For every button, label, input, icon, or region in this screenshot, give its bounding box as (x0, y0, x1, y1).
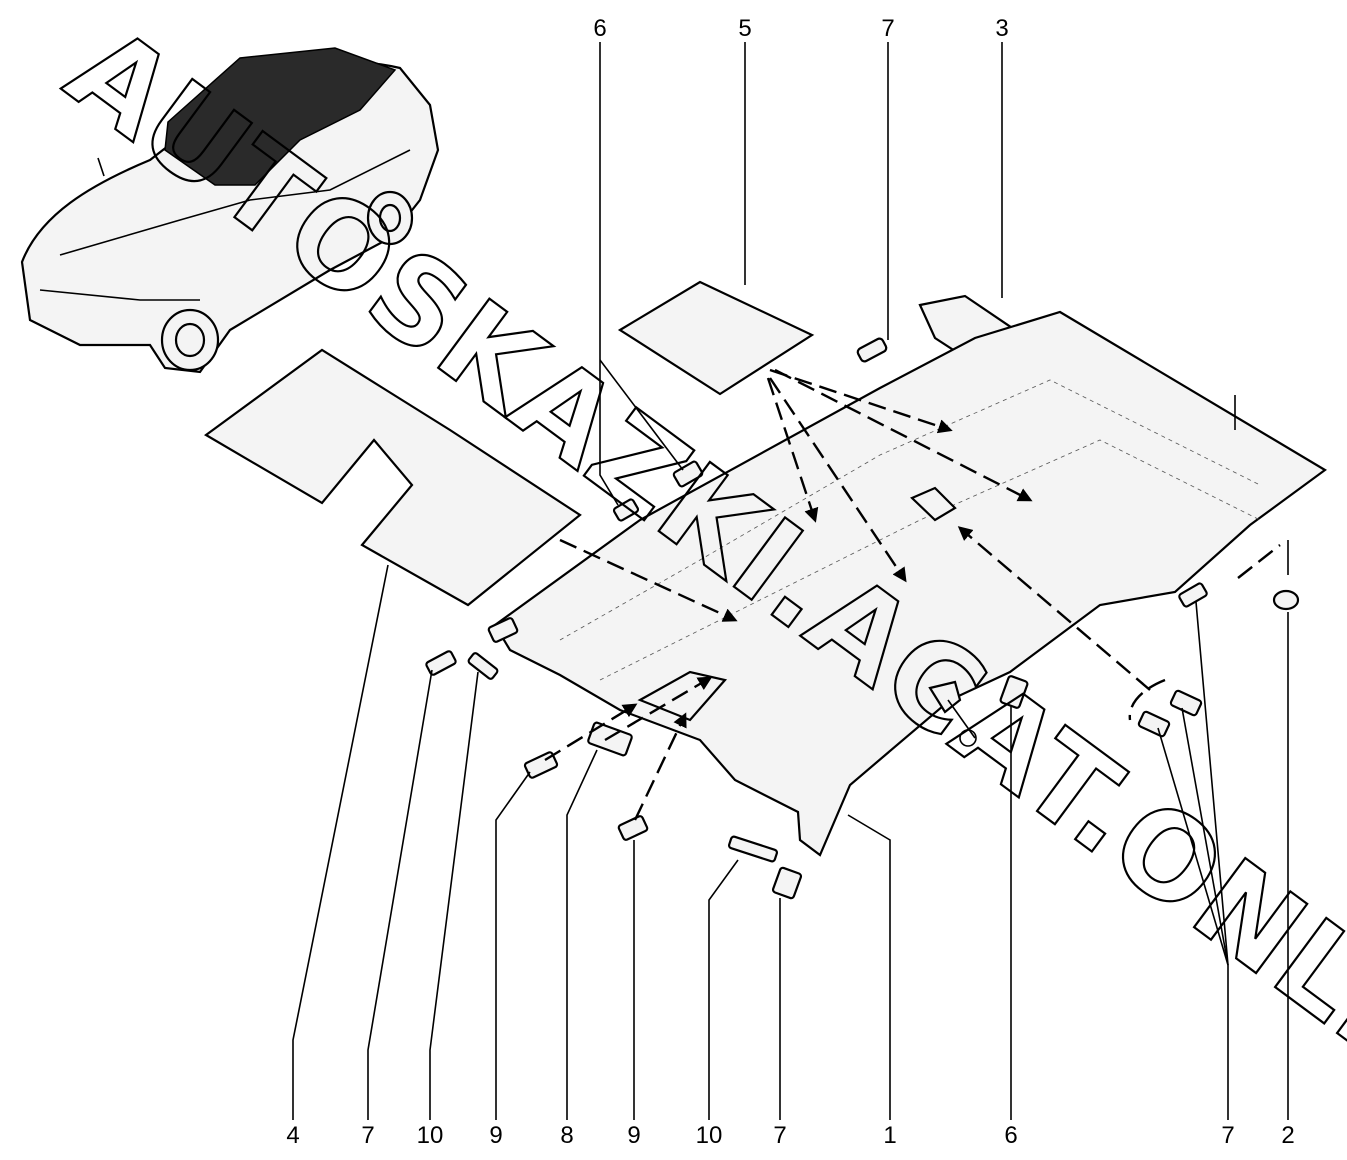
callout-bottom: 10 (696, 1122, 723, 1149)
callout-bottom: 10 (417, 1122, 444, 1149)
callout-bottom: 9 (489, 1122, 502, 1149)
callout-top: 7 (881, 15, 894, 42)
callout-bottom: 8 (560, 1122, 573, 1149)
callout-bottom: 7 (773, 1122, 786, 1149)
callout-bottom: 1 (883, 1122, 896, 1149)
callout-bottom: 7 (1221, 1122, 1234, 1149)
callouts-top: 6 5 7 3 (593, 15, 1008, 42)
callout-top: 5 (738, 15, 751, 42)
callout-top: 3 (995, 15, 1008, 42)
part-4-panel (203, 348, 582, 607)
leader-lines (292, 42, 1289, 1120)
callouts-bottom: 4 7 10 9 8 9 10 7 1 6 7 2 (286, 1122, 1294, 1149)
callout-top: 6 (593, 15, 606, 42)
callout-bottom: 4 (286, 1122, 299, 1149)
car-illustration (20, 47, 440, 374)
clips (425, 337, 1300, 900)
assembly-arrows (544, 368, 1281, 821)
callout-bottom: 2 (1281, 1122, 1294, 1149)
callout-bottom: 9 (627, 1122, 640, 1149)
callout-bottom: 7 (361, 1122, 374, 1149)
part-5-panel (617, 280, 815, 396)
callout-bottom: 6 (1004, 1122, 1017, 1149)
